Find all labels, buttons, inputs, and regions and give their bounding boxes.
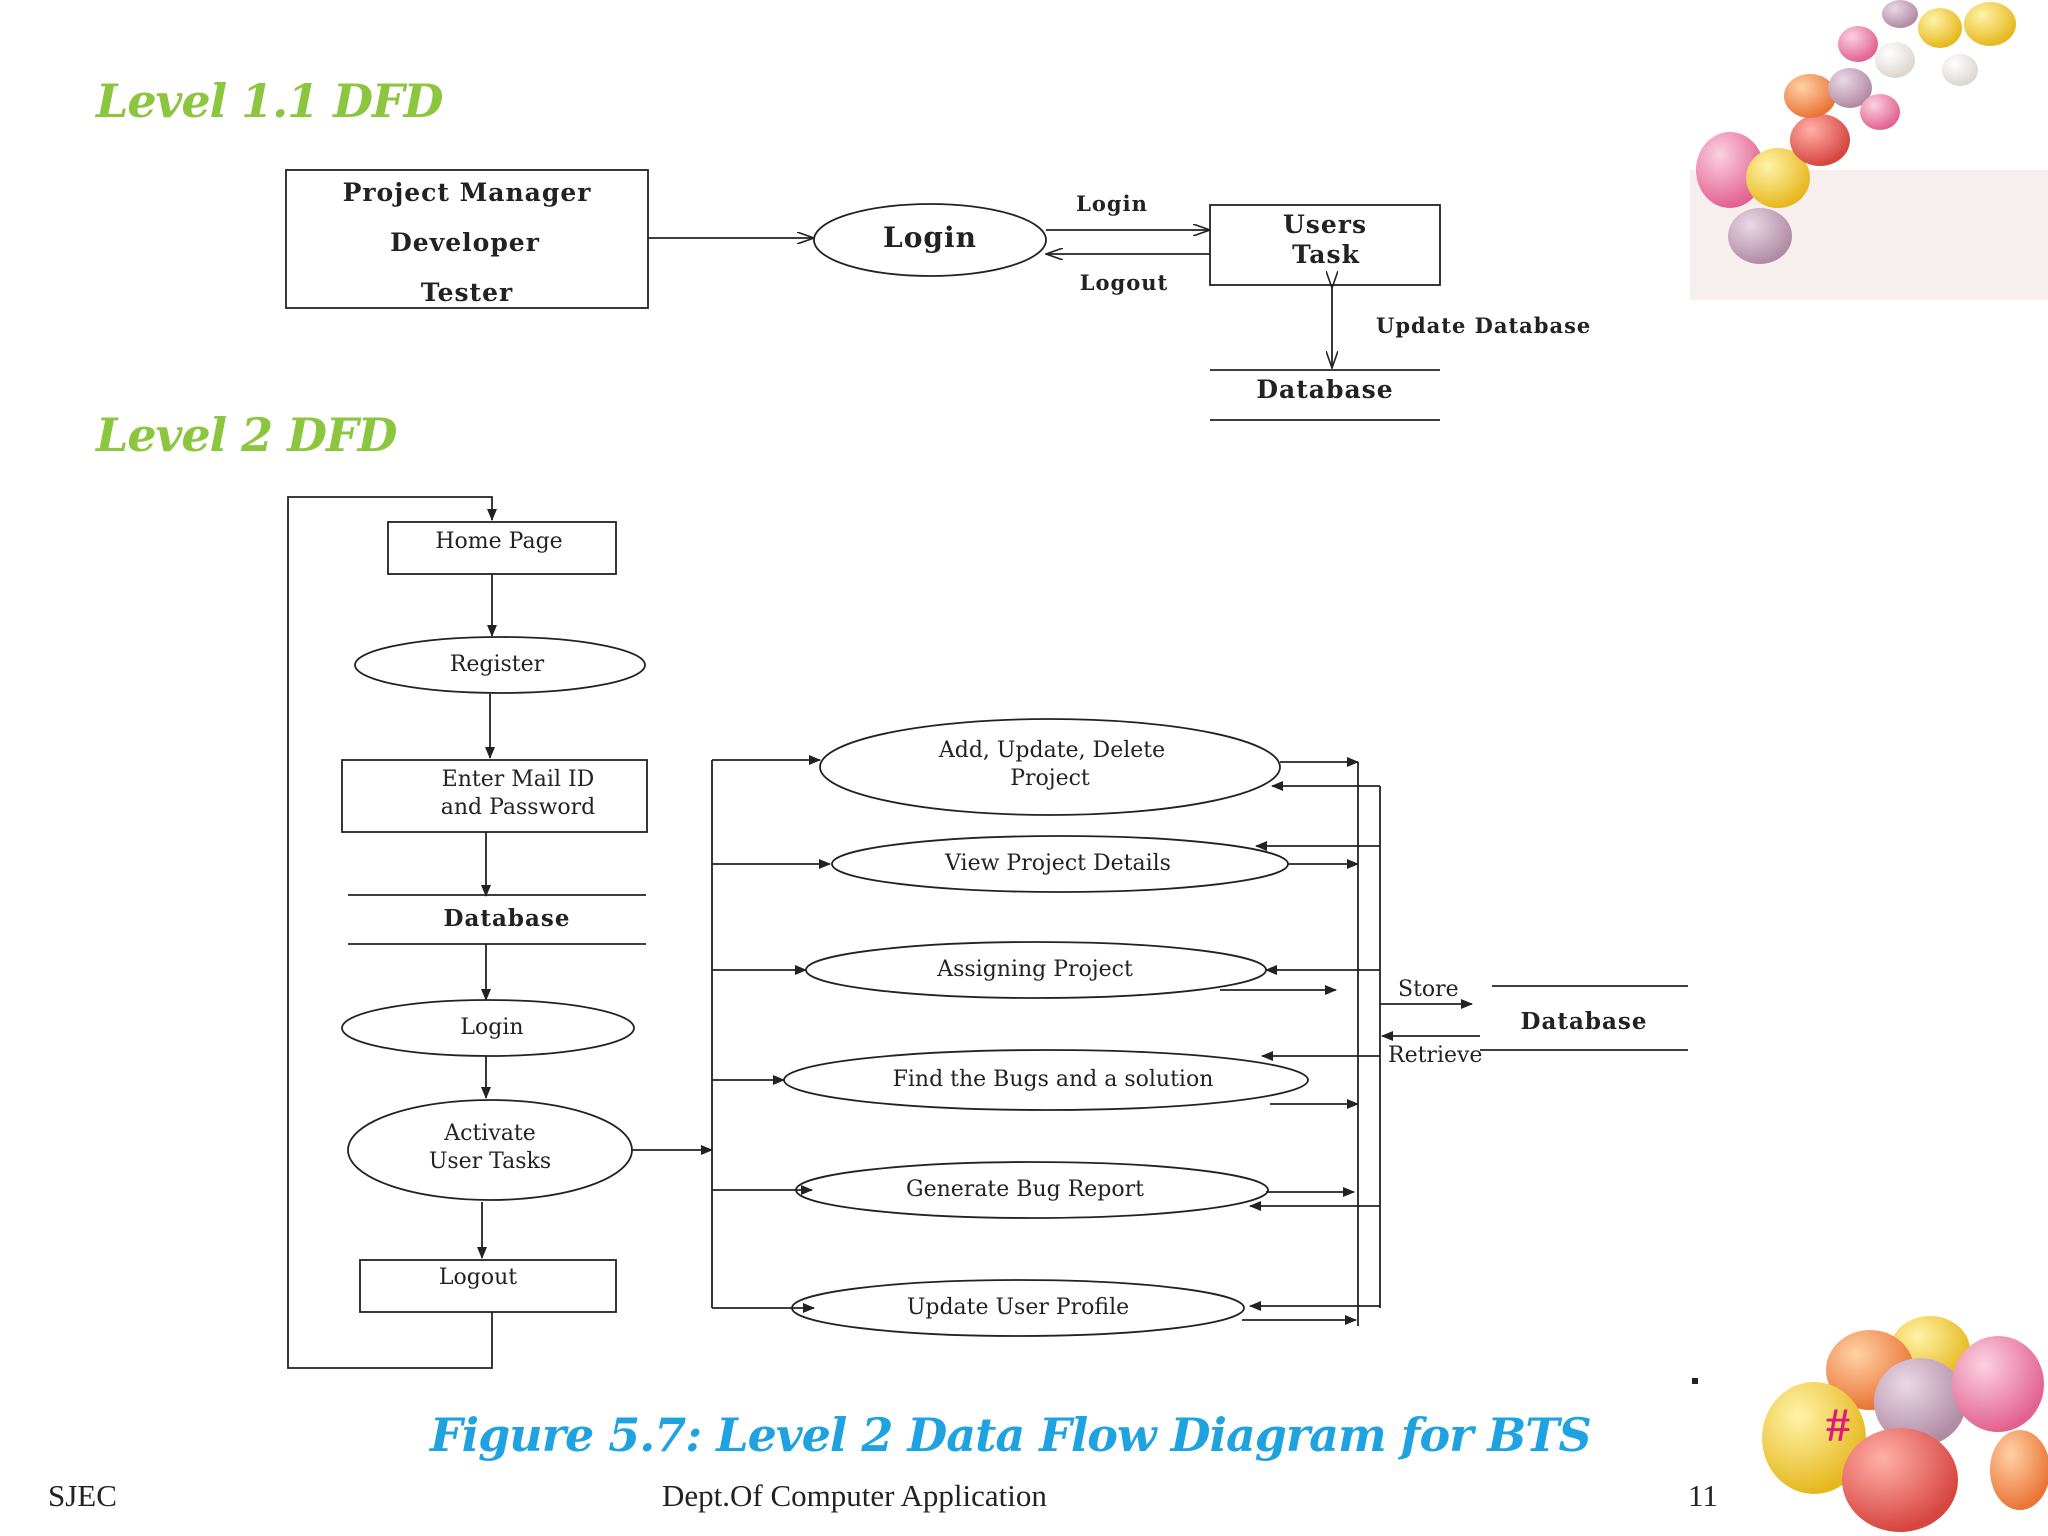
flow-store-label: Store [1398,977,1459,1002]
enter-mail-label: Enter Mail ID [442,767,595,792]
task-find-bugs-label: Find the Bugs and a solution [893,1067,1214,1092]
task-find-bugs [783,1049,1309,1111]
user-tasks-label: User Tasks [429,1149,551,1174]
task-add-label-1: Add, Update, Delete [938,738,1165,763]
loopback-line [287,496,497,1369]
home-page-box [387,521,617,575]
flow-logout-label: Logout [1080,270,1168,295]
register-process [354,636,646,694]
login-process-l2 [341,999,635,1057]
decorative-candy-eggs-top [1690,0,2048,300]
task-label: Task [1292,240,1360,269]
figure-caption: Figure 5.7: Level 2 Data Flow Diagram fo… [430,1408,1592,1462]
login-process-label: Login [883,221,977,254]
footer-left: SJEC [48,1478,117,1513]
actors-box [285,169,649,309]
level2-heading: Level 2 DFD [96,408,398,462]
activate-label: Activate [443,1121,536,1146]
level1-heading: Level 1.1 DFD [96,74,444,128]
task-bug-report-label: Generate Bug Report [906,1177,1144,1202]
footer-page-number: 11 [1688,1478,1718,1513]
level1-datastore-label: Database [1256,375,1393,404]
level2-database-label: Database [444,905,571,932]
decorative-candy-eggs-bottom [1762,1316,2048,1532]
task-assigning-label: Assigning Project [936,957,1133,982]
users-label: Users [1283,210,1367,239]
task-update-profile [791,1279,1245,1337]
flow-retrieve-label: Retrieve [1388,1043,1482,1068]
logout-box [359,1259,617,1313]
enter-credentials-box [341,759,648,833]
users-task-box [1209,204,1441,286]
dot-mark [1692,1378,1698,1384]
task-add-label-2: Project [1010,766,1090,791]
logout-label-l2: Logout [439,1265,517,1290]
actor-developer: Developer [390,228,540,257]
hash-mark: # [1826,1399,1850,1452]
password-label: and Password [441,795,596,820]
footer-center: Dept.Of Computer Application [662,1478,1047,1513]
task-update-profile-label: Update User Profile [907,1295,1129,1320]
actor-project-manager: Project Manager [343,178,592,207]
actor-tester: Tester [421,278,513,307]
flow-update-label: Update Database [1376,313,1591,338]
task-view-label: View Project Details [944,851,1171,876]
home-page-label: Home Page [435,529,562,554]
task-bug-report [795,1161,1269,1219]
login-label-l2: Login [460,1015,523,1040]
flow-login-label: Login [1076,191,1148,216]
task-add-update-delete [819,718,1281,816]
right-database-label: Database [1521,1008,1648,1035]
register-label: Register [450,652,545,677]
